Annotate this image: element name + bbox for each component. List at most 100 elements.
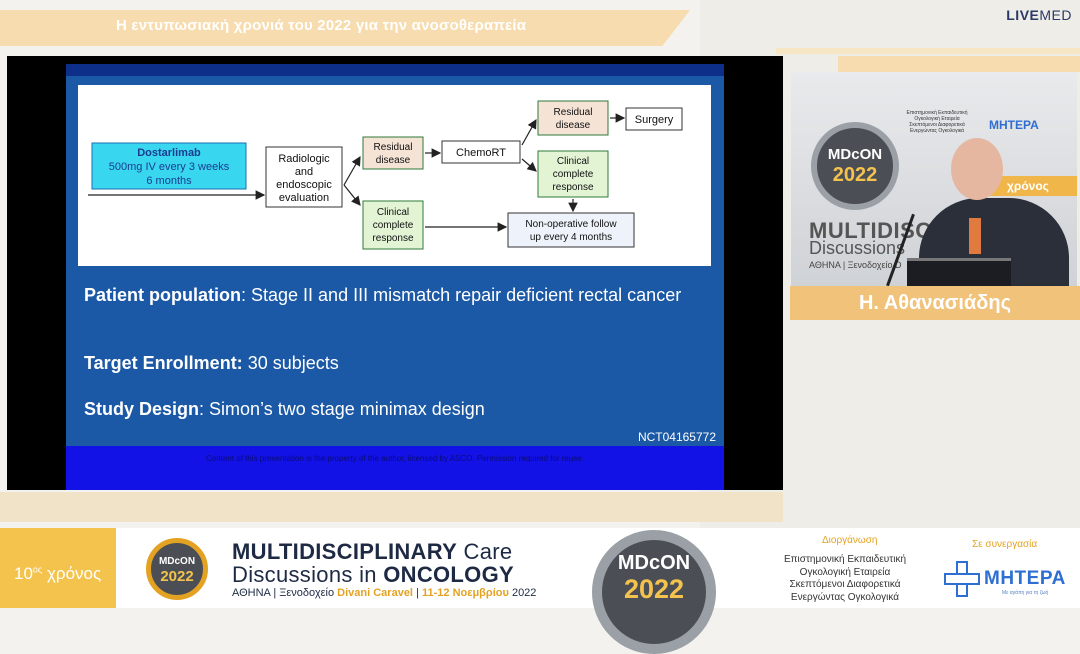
- brand-logo: LIVEMED: [1006, 7, 1072, 23]
- edition-word: χρόνος: [42, 564, 102, 583]
- dostarlimab-name: Dostarlimab: [137, 147, 201, 159]
- conference-title-bold-1: MULTIDISCIPLINARY: [232, 539, 458, 564]
- nct-number: NCT04165772: [637, 430, 716, 444]
- background-stripe-bottom: [0, 492, 783, 522]
- non-operative-followup-box: Non-operative follow up every 4 months: [507, 212, 635, 248]
- backdrop-year-band: [985, 176, 1077, 196]
- backdrop-logo-text-2: 2022: [832, 164, 878, 186]
- conference-title-bold-2: ONCOLOGY: [383, 562, 514, 587]
- conference-hotel: Divani Caravel: [337, 587, 413, 599]
- conference-city-venue: ΑΘΗΝΑ | Ξενοδοχείο: [232, 587, 338, 599]
- conference-title: MULTIDISCIPLINARY Care Discussions in ON…: [232, 540, 514, 586]
- residual-disease-box-2: Residual disease: [537, 100, 609, 136]
- podium-monitor: [907, 258, 1011, 288]
- ccr-1-line-1: Clinical: [377, 207, 409, 218]
- residual-1-line-2: disease: [376, 155, 411, 166]
- backdrop-org-text: Επιστημονική Εκπαιδευτική Ογκολογική Ετα…: [906, 110, 968, 134]
- speaker-tie: [969, 218, 981, 254]
- conference-title-light-2: Discussions in: [232, 562, 384, 587]
- study-schema-figure: Dostarlimab 500mg IV every 3 weeks 6 mon…: [78, 85, 711, 266]
- backdrop-year-text: χρόνος: [1007, 179, 1049, 193]
- conference-subtitle: ΑΘΗΝΑ | Ξενοδοχείο Divani Caravel | 11-1…: [232, 587, 536, 599]
- large-logo-text-1: MDcON: [617, 552, 691, 574]
- patient-population-value: : Stage II and III mismatch repair defic…: [241, 285, 682, 305]
- patient-population-label: Patient population: [84, 285, 241, 305]
- background-stripe: [776, 48, 1080, 54]
- partner-tagline: Με αγάπη για τη ζωή: [1002, 590, 1049, 596]
- nonop-line-1: Non-operative follow: [525, 219, 617, 230]
- study-design-value: : Simon’s two stage minimax design: [199, 399, 485, 419]
- ccr-2-line-1: Clinical: [557, 156, 589, 167]
- speaker-video: MDcON 2022 Επιστημονική Εκπαιδευτική Ογκ…: [791, 72, 1077, 288]
- organizer-line-2: Ογκολογική Εταιρεία: [799, 566, 891, 578]
- backdrop-mdcon-logo: [811, 122, 899, 210]
- patient-population-text: Patient population: Stage II and III mis…: [84, 284, 704, 307]
- evaluation-line-1: Radiologic: [278, 153, 330, 165]
- backdrop-logo-text-1: MDcON: [827, 146, 883, 163]
- conference-year: 2022: [508, 587, 537, 599]
- surgery-box: Surgery: [625, 107, 683, 131]
- partner-logo-text: ΜΗΤΕΡΑ: [984, 568, 1066, 589]
- large-logo-text-2: 2022: [623, 574, 685, 604]
- arrow-chemort-ccr: [521, 158, 537, 172]
- dostarlimab-dose: 500mg IV every 3 weeks: [109, 161, 230, 173]
- evaluation-box: Radiologic and endoscopic evaluation: [265, 146, 343, 208]
- conference-title-light-1: Care: [457, 539, 513, 564]
- study-design-text: Study Design: Simon’s two stage minimax …: [84, 398, 704, 421]
- nonop-line-2: up every 4 months: [530, 232, 612, 243]
- backdrop-multi-text-2: Discussions: [809, 238, 906, 258]
- ccr-1-line-2: complete: [373, 220, 414, 231]
- conference-dates: 11-12 Νοεμβρίου: [421, 587, 509, 599]
- background-band: [838, 56, 1080, 72]
- clinical-complete-response-box-1: Clinical complete response: [362, 200, 424, 250]
- ccr-2-line-3: response: [552, 182, 594, 193]
- arrow-eval-residual: [343, 155, 361, 186]
- dostarlimab-box: Dostarlimab 500mg IV every 3 weeks 6 mon…: [91, 142, 247, 190]
- residual-1-line-1: Residual: [374, 142, 413, 153]
- edition-number: 10: [14, 564, 33, 583]
- slide-top-band: [66, 64, 724, 76]
- edition-text: 10ος χρόνος: [14, 564, 101, 584]
- partner-cross-icon: [944, 561, 980, 597]
- study-design-label: Study Design: [84, 399, 200, 419]
- footer-mdcon-logo: [146, 538, 208, 600]
- edition-block: 10ος χρόνος: [0, 528, 116, 608]
- organizer-name: Επιστημονική Εκπαιδευτική Ογκολογική Ετα…: [782, 554, 908, 604]
- page-title: Η εντυπωσιακή χρονιά του 2022 για την αν…: [116, 17, 527, 34]
- presentation-slide: Dostarlimab 500mg IV every 3 weeks 6 mon…: [66, 64, 724, 490]
- evaluation-line-3: endoscopic: [276, 179, 332, 191]
- collaboration-heading: Σε συνεργασία: [972, 539, 1038, 550]
- footer-logo-text-2: 2022: [160, 568, 194, 585]
- surgery-label: Surgery: [635, 114, 674, 126]
- organizer-line-3: Σκεπτόμενοι Διαφορετικά: [789, 579, 901, 590]
- backdrop-mitera-logo: ΜΗΤΕΡΑ: [989, 118, 1039, 132]
- brand-logo-bold: LIVE: [1006, 7, 1040, 23]
- organizer-heading: Διοργάνωση: [822, 535, 878, 546]
- evaluation-line-4: evaluation: [279, 192, 329, 204]
- slide-footer-band: Content of this presentation is the prop…: [66, 446, 724, 490]
- conference-separator: |: [413, 587, 422, 599]
- slide-copyright-notice: Content of this presentation is the prop…: [206, 454, 584, 463]
- speaker-head: [951, 138, 1003, 200]
- target-enrollment-label: Target Enrollment:: [84, 353, 243, 373]
- evaluation-line-2: and: [295, 166, 313, 178]
- chemort-box: ChemoRT: [441, 140, 521, 164]
- dostarlimab-duration: 6 months: [146, 175, 192, 187]
- organizer-line-1: Επιστημονική Εκπαιδευτική: [783, 554, 907, 565]
- footer-logo-text-1: MDcON: [158, 556, 196, 567]
- residual-2-line-2: disease: [556, 120, 591, 131]
- brand-logo-light: MED: [1039, 7, 1072, 23]
- conference-title-line-1: MULTIDISCIPLINARY Care: [232, 540, 514, 563]
- residual-disease-box-1: Residual disease: [362, 136, 424, 170]
- conference-title-line-2: Discussions in ONCOLOGY: [232, 563, 514, 586]
- organizer-line-4: Ενεργώντας Ογκολογικά: [790, 591, 900, 603]
- speaker-name-banner: Η. Αθανασιάδης: [790, 286, 1080, 320]
- clinical-complete-response-box-2: Clinical complete response: [537, 150, 609, 198]
- ccr-2-line-2: complete: [553, 169, 594, 180]
- chemort-label: ChemoRT: [456, 147, 506, 159]
- edition-suffix: ος: [32, 564, 43, 575]
- title-band: [0, 10, 690, 46]
- arrow-chemort-residual: [521, 118, 537, 146]
- study-schema-diagram: Dostarlimab 500mg IV every 3 weeks 6 mon…: [88, 100, 683, 250]
- target-enrollment-value: 30 subjects: [242, 353, 339, 373]
